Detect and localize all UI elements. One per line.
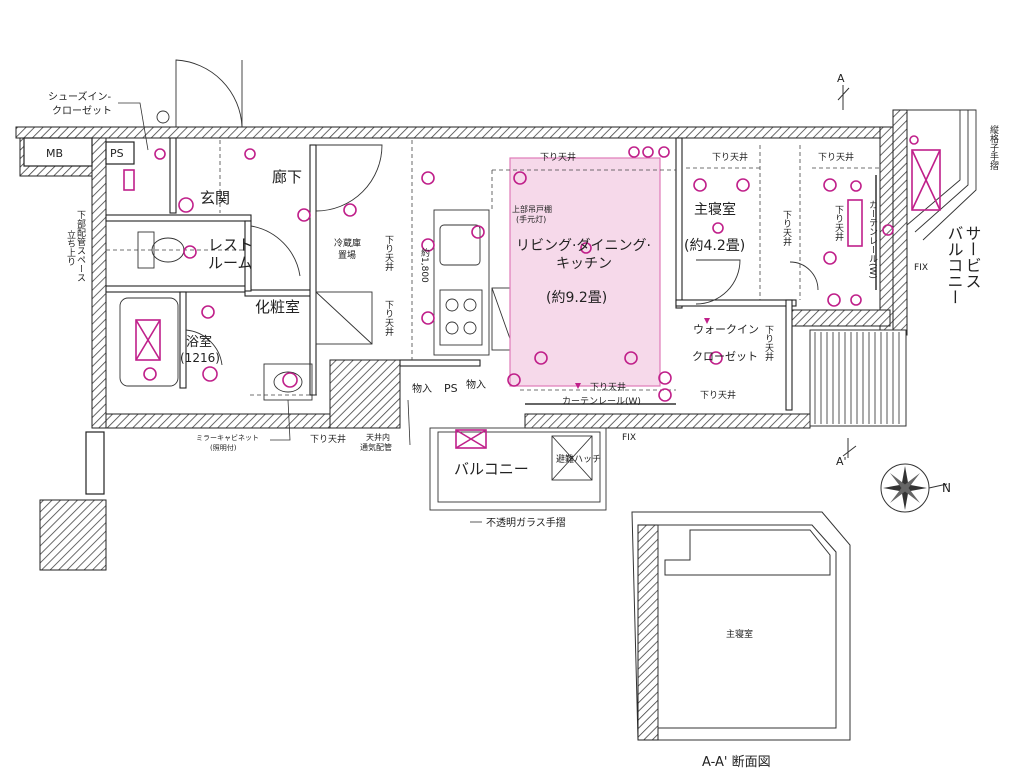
curtain-rail-v-label: カーテンレール(W) <box>867 200 878 279</box>
upper-cabinet-label-1: 上部吊戸棚 <box>512 204 552 214</box>
louvre <box>809 329 907 427</box>
bath-label: 浴室 <box>186 334 212 350</box>
leader-lines <box>118 102 482 523</box>
section-mark-a <box>837 85 850 110</box>
kitchen-sink <box>439 224 481 266</box>
lowered-ceiling-v2: 下り天井 <box>383 300 394 337</box>
walkin-label-2: クローゼット <box>692 350 758 363</box>
aa-section-label: A-A' 断面図 <box>702 755 771 770</box>
light-fixtures <box>143 135 919 402</box>
entrance-label: 玄関 <box>200 189 230 207</box>
balcony <box>429 427 607 511</box>
service-balcony-label: サービス <box>963 225 982 289</box>
hallway-label: 廊下 <box>272 168 302 186</box>
shoes-in-closet-label-2: クローゼット <box>52 105 112 117</box>
vertical-rail-label: 縦格子手摺 <box>988 124 999 171</box>
ldk-label-2: キッチン <box>556 256 612 272</box>
lowered-ceiling-4: 下り天井 <box>590 381 626 393</box>
section-mark-a2 <box>842 438 857 458</box>
ps-label: PS <box>110 147 124 160</box>
ldk-label-1: リビング·ダイニング· <box>516 238 651 254</box>
lowered-ceiling-v1: 下り天井 <box>383 235 394 272</box>
service-balcony-label-2: バルコニー <box>945 225 964 305</box>
fix-label: FIX <box>622 433 636 443</box>
interior-walls <box>105 137 797 411</box>
upper-cabinet-label-2: (手元灯) <box>516 214 546 224</box>
lowered-ceiling-5: 下り天井 <box>700 389 736 401</box>
lowered-ceiling-v5: 下り天井 <box>763 325 774 362</box>
lowered-ceiling-2: 下り天井 <box>712 151 748 163</box>
fridge-label-1: 冷蔵庫 <box>334 237 361 249</box>
dropped-space-label-2: 立ち上り <box>65 229 76 266</box>
section-aa <box>631 511 851 741</box>
kitchen-counter <box>433 209 490 356</box>
opaque-glass-label: 不透明ガラス手摺 <box>486 516 566 529</box>
balcony-label: バルコニー <box>454 460 529 478</box>
ceiling-vent-label-2: 通気配管 <box>360 442 392 452</box>
storage-label: 物入 <box>412 382 432 395</box>
vanity-sink <box>273 371 303 393</box>
compass-icon <box>880 463 948 513</box>
dim-1800-label: 約1,800 <box>419 247 430 283</box>
dashed-lines <box>106 140 880 396</box>
service-balcony <box>906 109 977 241</box>
lowered-ceiling-1: 下り天井 <box>540 151 576 163</box>
fix-label-2: FIX <box>914 263 928 273</box>
compass-n-label: N <box>942 481 951 495</box>
mark-a-label: A <box>837 72 845 85</box>
master-label: 主寝室 <box>694 201 736 218</box>
mirror-cabinet-label-2: (照明付) <box>210 443 237 452</box>
restroom-label-2: ルーム <box>208 254 253 272</box>
lowered-ceiling-v3: 下り天井 <box>781 210 792 247</box>
ps-lower-label: PS <box>444 382 458 395</box>
stove-icon <box>439 289 483 346</box>
lowered-ceiling-3: 下り天井 <box>818 151 854 163</box>
ldk-size-label: (約9.2畳) <box>546 290 607 306</box>
lowered-ceiling-v4: 下り天井 <box>833 205 844 242</box>
restroom-label-1: レスト <box>208 236 253 254</box>
section-room-label: 主寝室 <box>726 628 753 640</box>
shoes-in-closet-label-1: シューズイン- <box>48 90 111 103</box>
fridge-label-2: 置場 <box>338 249 356 261</box>
doors <box>175 59 819 366</box>
evac-hatch-label: 避難ハッチ <box>556 453 601 465</box>
vanity-label: 化粧室 <box>255 298 300 316</box>
master-size-label: (約4.2畳) <box>684 238 745 254</box>
storage-label-2: 物入 <box>466 378 486 391</box>
ps-box <box>105 141 135 165</box>
mirror-cabinet-label-1: ミラーキャビネット <box>196 433 259 442</box>
mb-box <box>23 137 93 167</box>
walkin-label-1: ウォークイン <box>693 323 759 336</box>
ldk-area <box>509 157 661 387</box>
ceiling-vent-label-1: 天井内 <box>366 432 390 442</box>
bath-size-label: (1216) <box>180 351 220 365</box>
dropped-space-label: 下部配管スペース <box>75 210 86 282</box>
curtain-rail-label: カーテンレール(W) <box>562 396 641 407</box>
bathtub <box>119 297 179 387</box>
lowered-ceiling-6: 下り天井 <box>310 433 346 445</box>
mark-a2-label: A' <box>836 455 847 468</box>
mb-label: MB <box>46 147 63 160</box>
